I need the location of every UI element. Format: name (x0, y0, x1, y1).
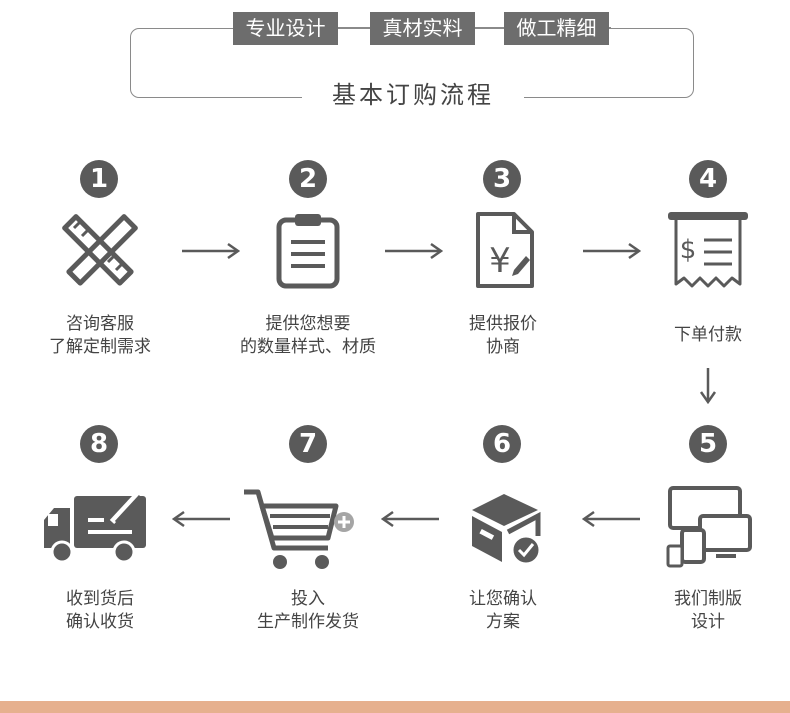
page-title: 基本订购流程 (302, 78, 524, 112)
arrow-left-icon (172, 510, 230, 528)
ruler-pencil-icon (62, 214, 138, 286)
step-label-line: 下单付款 (674, 325, 742, 345)
delivery-truck-icon (44, 491, 146, 564)
step-label-3: 提供报价 协商 (418, 313, 588, 359)
step-number-8: 8 (80, 425, 118, 463)
tag-craft: 做工精细 (504, 12, 609, 45)
step-label-line: 了解定制需求 (49, 337, 151, 357)
svg-text:¥: ¥ (489, 241, 511, 281)
step-label-line: 投入 (291, 589, 325, 609)
step-label-line: 收到货后 (66, 589, 134, 609)
step-label-line: 我们制版 (674, 589, 742, 609)
step-label-line: 协商 (486, 337, 520, 357)
clipboard-icon (276, 214, 340, 289)
box-check-icon (472, 494, 542, 566)
step-label-line: 提供您想要 (265, 314, 351, 334)
step-number-2: 2 (289, 160, 327, 198)
cart-icon (244, 489, 354, 569)
step-label-line: 设计 (691, 612, 725, 632)
step-label-4: 下单付款 (623, 324, 790, 347)
arrow-down-icon (699, 368, 717, 404)
step-label-line: 提供报价 (469, 314, 537, 334)
bottom-band (0, 701, 790, 713)
step-label-line: 生产制作发货 (257, 612, 359, 632)
svg-text:$: $ (680, 235, 697, 265)
step-label-8: 收到货后 确认收货 (15, 588, 185, 634)
step-label-6: 让您确认 方案 (418, 588, 588, 634)
arrow-right-icon (385, 242, 443, 260)
arrow-right-icon (182, 242, 240, 260)
tag-material: 真材实料 (370, 12, 475, 45)
step-number-5: 5 (689, 425, 727, 463)
step-number-4: 4 (689, 160, 727, 198)
step-number-7: 7 (289, 425, 327, 463)
step-label-2: 提供您想要 的数量样式、材质 (223, 313, 393, 359)
step-number-6: 6 (483, 425, 521, 463)
step-label-7: 投入 生产制作发货 (223, 588, 393, 634)
tag-design: 专业设计 (233, 12, 338, 45)
step-label-5: 我们制版 设计 (623, 588, 790, 634)
step-label-line: 确认收货 (66, 612, 134, 632)
step-label-line: 方案 (486, 612, 520, 632)
step-number-3: 3 (483, 160, 521, 198)
arrow-left-icon (582, 510, 640, 528)
step-label-line: 咨询客服 (66, 314, 134, 334)
step-label-1: 咨询客服 了解定制需求 (15, 313, 185, 359)
step-label-line: 让您确认 (469, 589, 537, 609)
devices-icon (666, 486, 752, 568)
step-number-1: 1 (80, 160, 118, 198)
arrow-left-icon (381, 510, 439, 528)
quote-document-icon: ¥ (476, 212, 534, 288)
receipt-icon: $ (668, 212, 748, 288)
arrow-right-icon (583, 242, 641, 260)
step-label-line: 的数量样式、材质 (240, 337, 376, 357)
